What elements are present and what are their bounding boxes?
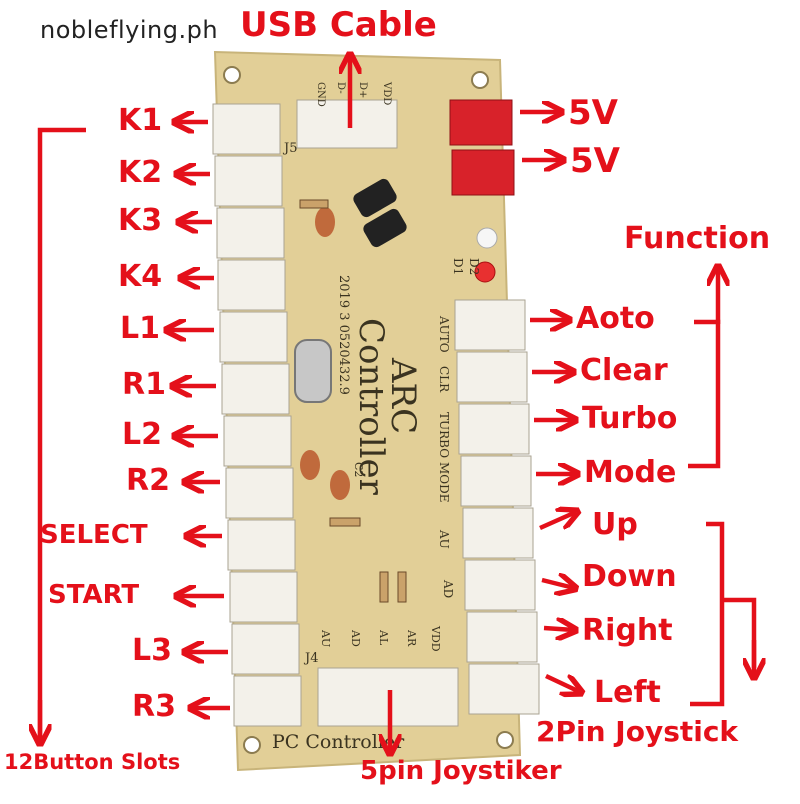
left-button-arrows	[168, 122, 230, 708]
board-side-label: AU	[437, 529, 451, 549]
j5-pin-label: GND	[315, 82, 326, 107]
j4-pin-label: AD	[349, 629, 362, 647]
function-label-aoto: Aoto	[576, 301, 655, 336]
power-arrows	[520, 112, 562, 160]
button-label-l2: L2	[122, 417, 162, 452]
board-title-line2: Controller	[351, 318, 391, 496]
direction-label-right: Right	[582, 613, 673, 648]
board-side-label: MODE	[437, 462, 451, 503]
joystick-2pin-label: 2Pin Joystick	[536, 715, 739, 748]
board-side-label: AD	[441, 579, 455, 598]
j4-label: J4	[303, 651, 318, 666]
j4-pin-label: AR	[405, 629, 418, 647]
power-label: 5V	[570, 141, 620, 181]
power-label: 5V	[568, 93, 618, 133]
watermark: nobleflying.ph	[40, 16, 219, 44]
board-side-label: TURBO	[437, 412, 451, 458]
button-slots-label: 12Button Slots	[4, 750, 181, 774]
function-arrows	[530, 320, 576, 474]
function-label-mode: Mode	[584, 455, 677, 490]
usb-connector-j5	[296, 99, 398, 149]
button-label-k3: K3	[118, 203, 163, 238]
j5-pin-label: VDD	[381, 81, 392, 105]
j4-pin-label: AL	[377, 629, 390, 646]
board-side-label: CLR	[437, 366, 451, 393]
j5-pin-label: D-	[335, 82, 346, 94]
button-label-r3: R3	[132, 689, 176, 724]
button-label-select: SELECT	[40, 520, 148, 550]
led-label: D1	[451, 258, 465, 275]
board-side-label: AUTO	[437, 315, 451, 353]
button-label-r1: R1	[122, 367, 166, 402]
button-label-r2: R2	[126, 463, 170, 498]
j4-pin-label: VDD	[429, 625, 442, 652]
board-footer-text: PC Controller	[272, 731, 405, 753]
function-label-turbo: Turbo	[582, 401, 678, 436]
left-connector-column	[212, 103, 302, 727]
right-connector-column	[454, 299, 540, 715]
button-label-k4: K4	[118, 259, 163, 294]
j5-label: J5	[282, 141, 297, 156]
cap-label: C2	[352, 462, 365, 477]
joystick-bracket	[690, 521, 754, 707]
board-date-text: 2019 3 0520432.9	[336, 275, 351, 395]
joystick-5pin-label: 5pin Joystiker	[360, 756, 562, 786]
power-connectors	[449, 99, 515, 196]
direction-label-left: Left	[594, 675, 661, 710]
button-label-start: START	[48, 580, 140, 610]
direction-label-up: Up	[592, 507, 638, 542]
button-label-l3: L3	[132, 633, 172, 668]
button-label-k1: K1	[118, 103, 163, 138]
button-label-l1: L1	[120, 311, 160, 346]
j5-pin-label: D+	[357, 82, 368, 98]
button-label-k2: K2	[118, 155, 163, 190]
function-label-clear: Clear	[580, 353, 668, 388]
board-title-line1: ARC	[383, 357, 423, 434]
j4-pin-label: AU	[319, 629, 332, 647]
direction-arrows	[539, 512, 580, 692]
pcb-components	[294, 178, 498, 603]
function-bracket	[688, 268, 718, 469]
usb-cable-label: USB Cable	[240, 5, 437, 45]
function-group-label: Function	[624, 221, 771, 256]
button-slot-bracket	[40, 127, 86, 742]
direction-label-down: Down	[582, 559, 677, 594]
led-label: D2	[467, 258, 481, 275]
